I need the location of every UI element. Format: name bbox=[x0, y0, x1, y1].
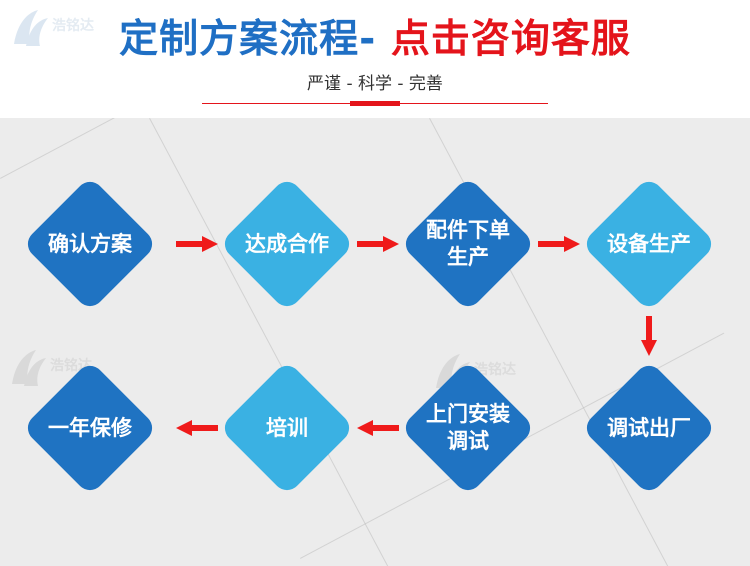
arrow-down-icon bbox=[641, 316, 657, 356]
watermark-line bbox=[0, 118, 372, 179]
flow-step-label: 上门安装 调试 bbox=[426, 402, 510, 453]
flow-step-onsite-install: 上门安装 调试 bbox=[400, 360, 536, 496]
arrow-left-icon bbox=[176, 420, 218, 436]
flow-step-warranty: 一年保修 bbox=[22, 360, 158, 496]
flow-step-debug-ship: 调试出厂 bbox=[581, 360, 717, 496]
arrow-left-icon bbox=[357, 420, 399, 436]
flow-step-confirm-plan: 确认方案 bbox=[22, 176, 158, 312]
arrow-right-icon bbox=[357, 236, 399, 252]
brand-watermark-icon: 浩铭达 bbox=[14, 10, 94, 46]
svg-text:浩铭达: 浩铭达 bbox=[52, 17, 94, 34]
process-panel: 浩铭达 浩铭达 bbox=[0, 118, 750, 566]
title-accent-link[interactable]: 点击咨询客服 bbox=[390, 17, 631, 62]
flow-step-training: 培训 bbox=[219, 360, 355, 496]
subtitle-divider-accent bbox=[350, 101, 400, 106]
flow-step-label: 培训 bbox=[266, 415, 308, 440]
flow-step-label: 配件下单 生产 bbox=[426, 218, 510, 269]
header: 浩铭达 定制方案流程- 点击咨询客服 严谨 - 科学 - 完善 bbox=[0, 0, 750, 118]
flow-step-label: 确认方案 bbox=[48, 231, 132, 256]
svg-text:浩铭达: 浩铭达 bbox=[474, 361, 516, 378]
page-subtitle: 严谨 - 科学 - 完善 bbox=[307, 74, 443, 94]
arrow-right-icon bbox=[538, 236, 580, 252]
flow-step-label: 达成合作 bbox=[245, 231, 329, 256]
title-main: 定制方案流程- bbox=[119, 17, 377, 62]
page-title: 定制方案流程- 点击咨询客服 bbox=[0, 14, 750, 66]
arrow-right-icon bbox=[176, 236, 218, 252]
flow-step-label: 设备生产 bbox=[607, 231, 691, 256]
flow-step-reach-cooperation: 达成合作 bbox=[219, 176, 355, 312]
flow-step-label: 一年保修 bbox=[48, 415, 132, 440]
flow-step-parts-order: 配件下单 生产 bbox=[400, 176, 536, 312]
flow-step-equipment-production: 设备生产 bbox=[581, 176, 717, 312]
flow-step-label: 调试出厂 bbox=[607, 415, 691, 440]
